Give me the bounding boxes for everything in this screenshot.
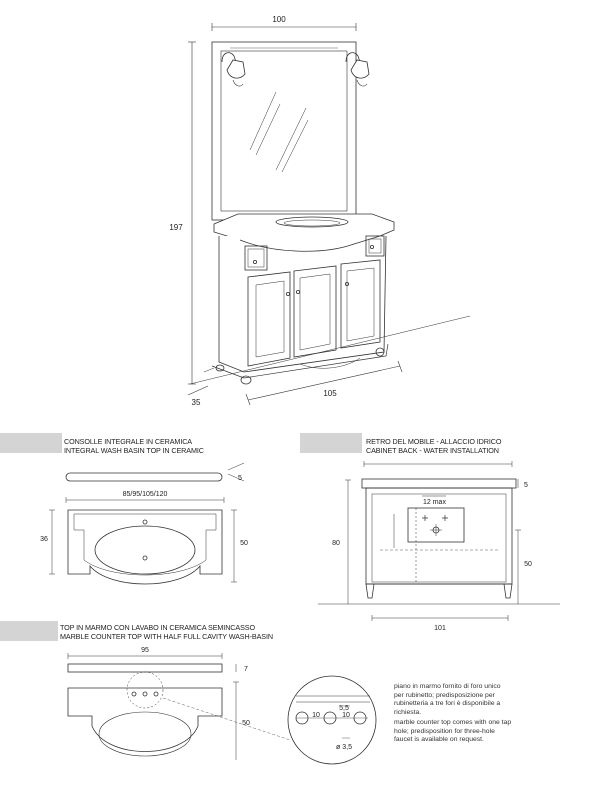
s3-caption-it: TOP IN MARMO CON LAVABO IN CERAMICA SEMI… — [60, 623, 255, 632]
s1-dim-depth-right: 50 — [240, 540, 248, 547]
dim-width-base: 105 — [323, 389, 337, 398]
left-lamp — [221, 52, 246, 87]
s2-dim-top: 5 — [524, 482, 528, 489]
s3-note-it: piano in marmo fornito di foro unico per… — [394, 683, 501, 716]
right-lamp — [345, 52, 370, 87]
s3-dim-thickness: 7 — [244, 666, 248, 673]
s3-detail-10b: 10 — [342, 712, 350, 719]
s1-caption-en: INTEGRAL WASH BASIN TOP IN CERAMIC — [64, 446, 204, 455]
s3-detail-hole: ø 3,5 — [336, 744, 352, 751]
s1-caption: CONSOLLE INTEGRALE IN CERAMICA INTEGRAL … — [64, 437, 204, 455]
s3-detail-55: 5,5 — [339, 705, 349, 712]
s2-caption: RETRO DEL MOBILE - ALLACCIO IDRICO CABIN… — [366, 437, 501, 455]
section1-band — [0, 433, 62, 453]
s1-dim-widths: 85/95/105/120 — [123, 491, 168, 498]
s2-caption-en: CABINET BACK - WATER INSTALLATION — [366, 446, 499, 455]
main-cabinet-view: 100 197 — [169, 15, 471, 407]
s1-dim-depth-left: 36 — [40, 536, 48, 543]
s2-caption-it: RETRO DEL MOBILE - ALLACCIO IDRICO — [366, 437, 502, 446]
dim-height: 197 — [169, 223, 183, 232]
s3-note-en: marble counter top comes with one tap ho… — [394, 719, 512, 744]
section3-band — [0, 621, 58, 641]
marble-top-drawings: 95 7 50 10 10 5,5 ø 3,5 — [67, 647, 377, 765]
dim-depth: 35 — [192, 398, 201, 407]
dim-width-top: 100 — [272, 15, 286, 24]
section2-band — [300, 433, 362, 453]
s2-dim-right: 50 — [524, 561, 532, 568]
s3-caption-en: MARBLE COUNTER TOP WITH HALF FULL CAVITY… — [60, 632, 273, 641]
integral-basin-drawings: 5 85/95/105/120 36 50 — [40, 462, 248, 585]
s1-caption-it: CONSOLLE INTEGRALE IN CERAMICA — [64, 437, 193, 446]
s2-dim-hole: 12 max — [423, 499, 446, 506]
s3-caption: TOP IN MARMO CON LAVABO IN CERAMICA SEMI… — [60, 623, 273, 641]
cabinet-back-drawing: 5 12 max 80 50 101 — [318, 461, 560, 632]
s3-dim-depth: 50 — [242, 720, 250, 727]
s3-dim-width: 95 — [141, 647, 149, 654]
s2-dim-height: 80 — [332, 540, 340, 547]
s1-dim-thickness: 5 — [238, 475, 242, 482]
s2-dim-width: 101 — [434, 625, 446, 632]
s3-detail-10a: 10 — [312, 712, 320, 719]
